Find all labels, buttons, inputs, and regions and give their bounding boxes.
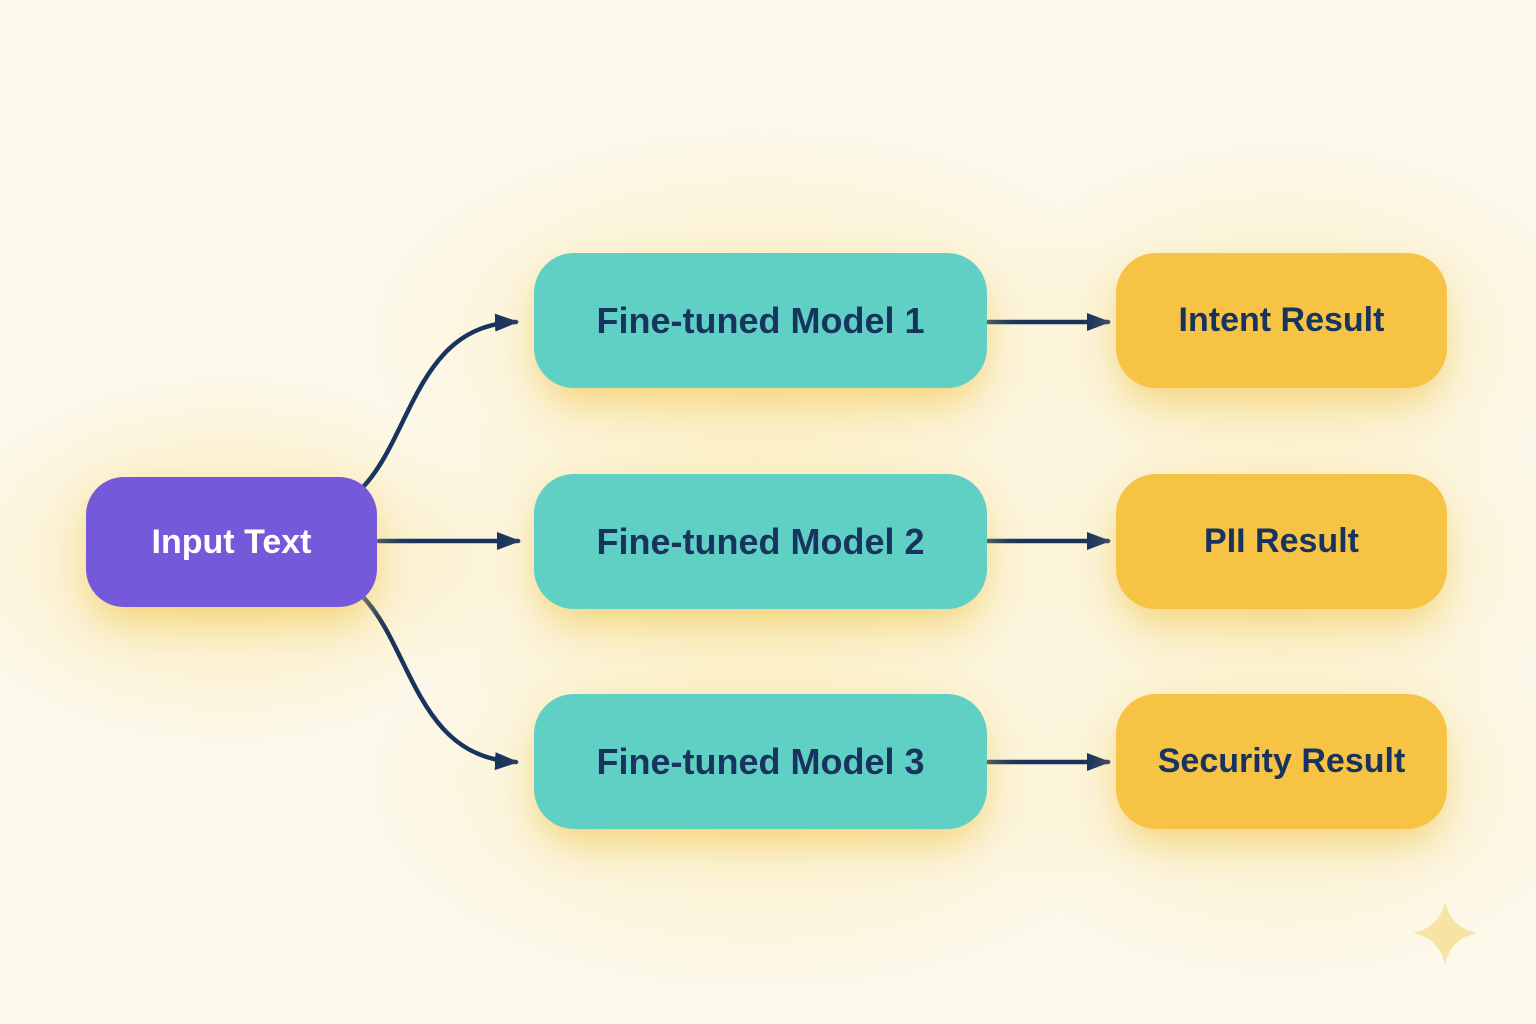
node-intent-result-label: Intent Result [1178, 301, 1385, 339]
node-security-result: Security Result [1116, 694, 1447, 829]
node-security-result-label: Security Result [1157, 742, 1406, 780]
edge-input-to-model-3 [361, 595, 519, 771]
node-intent-result: Intent Result [1116, 253, 1447, 388]
node-fine-tuned-model-1-label: Fine-tuned Model 1 [596, 299, 925, 341]
node-fine-tuned-model-2-label: Fine-tuned Model 2 [596, 520, 925, 562]
node-fine-tuned-model-2: Fine-tuned Model 2 [534, 474, 987, 609]
node-pii-result-label: PII Result [1204, 522, 1359, 560]
sparkle-icon [1413, 901, 1477, 965]
edge-input-to-model-1 [361, 313, 519, 489]
node-pii-result: PII Result [1116, 474, 1447, 609]
node-fine-tuned-model-3-label: Fine-tuned Model 3 [596, 740, 925, 782]
node-fine-tuned-model-3: Fine-tuned Model 3 [534, 694, 987, 829]
node-input-text-label: Input Text [151, 522, 312, 561]
node-input-text: Input Text [86, 477, 377, 607]
node-fine-tuned-model-1: Fine-tuned Model 1 [534, 253, 987, 388]
